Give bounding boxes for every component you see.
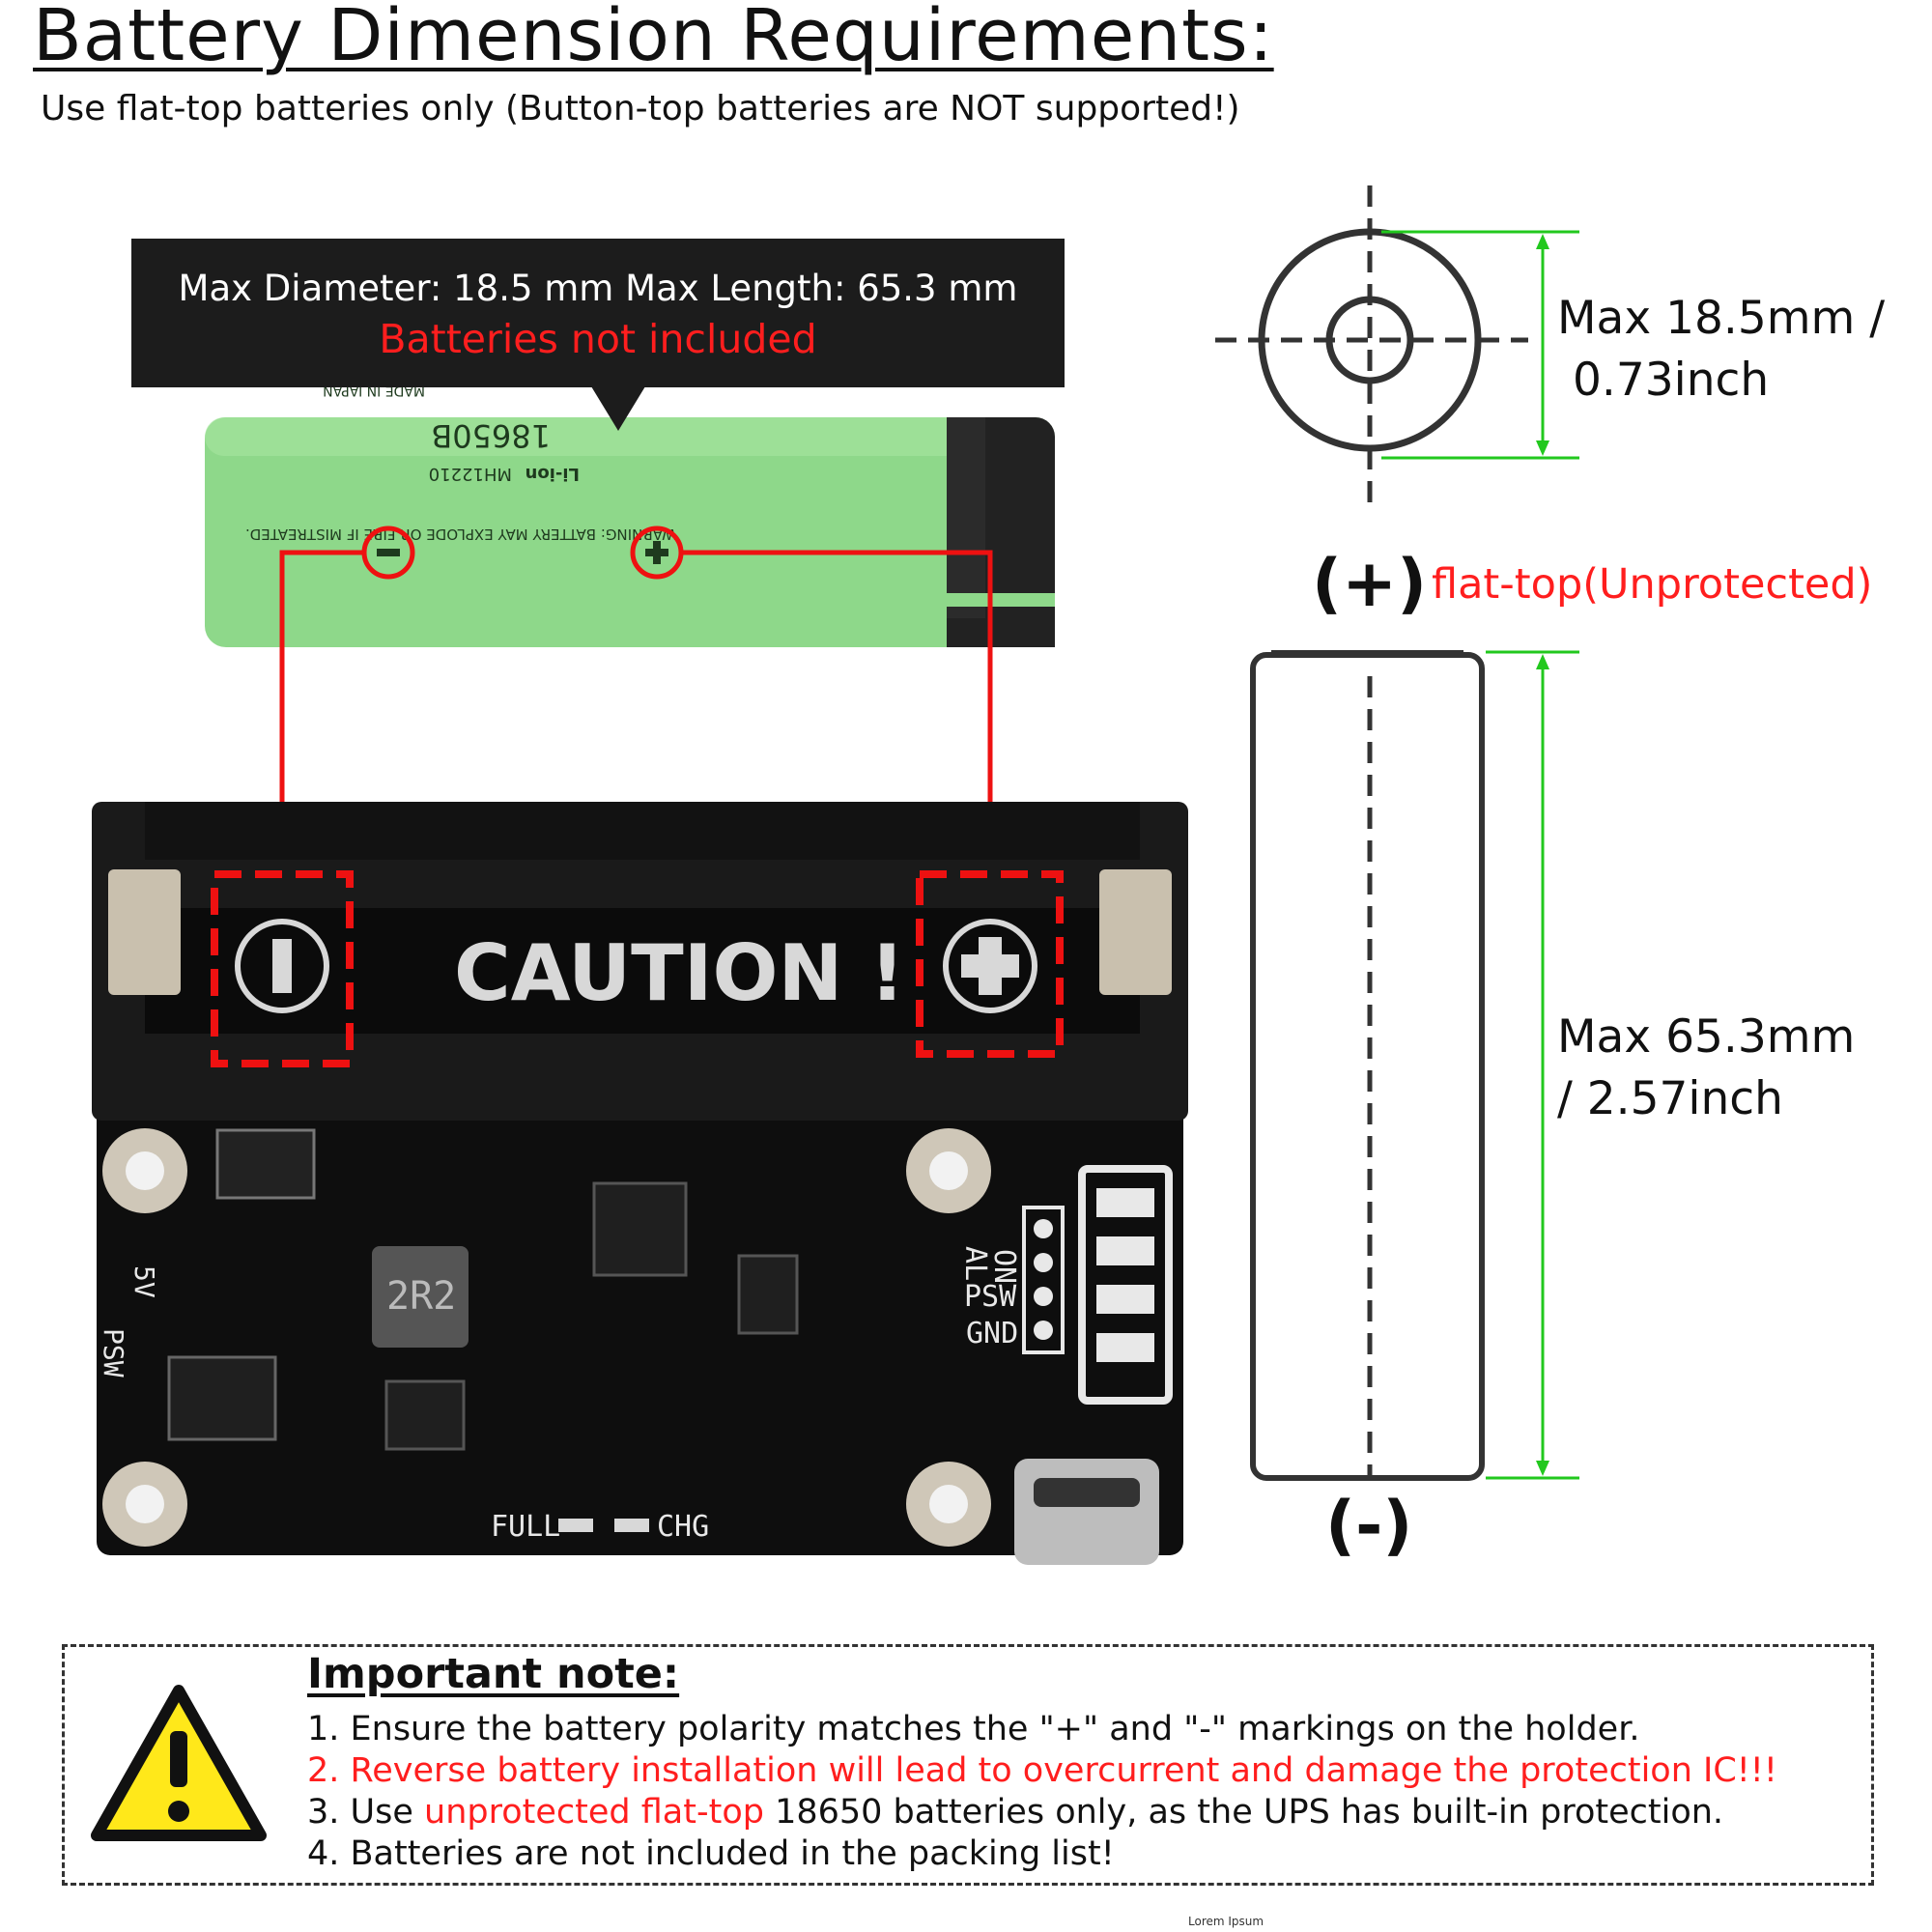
holder-caution-text: CAUTION ! — [454, 928, 905, 1018]
length-diagram — [1250, 650, 1485, 1481]
side-label-psw: PSW — [98, 1328, 129, 1378]
diameter-label: Max 18.5mm / 0.73inch — [1557, 288, 1885, 412]
callout-dimensions-text: Max Diameter: 18.5 mm Max Length: 65.3 m… — [178, 268, 1018, 309]
polarity-arrows — [279, 550, 993, 855]
negative-terminal-label: (-) — [1325, 1488, 1413, 1564]
note-item-3-prefix: 3. Use — [307, 1793, 425, 1832]
warning-icon — [91, 1685, 267, 1841]
pin-label-psw: PSW — [964, 1280, 1017, 1314]
callout-not-included-text: Batteries not included — [379, 316, 817, 362]
dimension-callout: Max Diameter: 18.5 mm Max Length: 65.3 m… — [131, 239, 1065, 387]
note-item-2: 2. Reverse battery installation will lea… — [307, 1751, 1777, 1790]
flat-top-label: flat-top(Unprotected) — [1432, 560, 1873, 609]
side-label-5v: 5V — [128, 1265, 160, 1298]
length-label-line1: Max 65.3mm — [1557, 1010, 1856, 1064]
diameter-diagram — [1215, 185, 1528, 502]
inductor-label: 2R2 — [386, 1274, 456, 1319]
length-label-line2: / 2.57inch — [1557, 1072, 1783, 1125]
note-item-4: 4. Batteries are not included in the pac… — [307, 1834, 1115, 1873]
note-title: Important note: — [307, 1650, 680, 1698]
length-dimension-line — [1486, 650, 1579, 1480]
positive-terminal-label: (+) — [1312, 546, 1428, 622]
note-item-3: 3. Use unprotected flat-top 18650 batter… — [307, 1793, 1723, 1832]
pin-label-gnd: GND — [966, 1317, 1018, 1350]
led-label-chg: CHG — [657, 1510, 709, 1544]
pin-label-al: AL — [958, 1246, 992, 1281]
diameter-dimension-line — [1381, 230, 1579, 460]
note-item-1: 1. Ensure the battery polarity matches t… — [307, 1710, 1640, 1748]
note-item-3-highlight: unprotected flat-top — [424, 1793, 764, 1832]
battery-model-text: 18650B — [431, 417, 551, 454]
page-subtitle: Use flat-top batteries only (Button-top … — [41, 89, 1240, 128]
battery-warning-text: WARNING: BATTERY MAY EXPLODE OR FIRE IF … — [245, 526, 676, 543]
battery-plus-marker — [630, 526, 684, 580]
minus-terminal-marker — [211, 870, 354, 1067]
led-label-full: FULL — [491, 1510, 560, 1544]
footer-text: Lorem Ipsum — [1188, 1915, 1264, 1928]
important-note-box — [62, 1644, 1874, 1886]
diameter-label-line1: Max 18.5mm / — [1557, 292, 1886, 345]
ups-board-image: CAUTION ! 2R2 AL O — [92, 802, 1188, 1565]
page-title: Battery Dimension Requirements: — [33, 0, 1274, 77]
pin-label-on: ON — [987, 1249, 1021, 1284]
diameter-label-line2: 0.73inch — [1573, 354, 1770, 407]
note-item-3-suffix: 18650 batteries only, as the UPS has bui… — [763, 1793, 1724, 1832]
length-label: Max 65.3mm / 2.57inch — [1557, 1007, 1855, 1130]
callout-pointer — [591, 386, 645, 431]
battery-part-text: MH12210 — [429, 464, 512, 484]
battery-cell-image: WARNING: BATTERY MAY EXPLODE OR FIRE IF … — [205, 383, 1055, 647]
plus-terminal-marker — [916, 870, 1064, 1058]
battery-type-text: Li-ion — [526, 464, 580, 484]
